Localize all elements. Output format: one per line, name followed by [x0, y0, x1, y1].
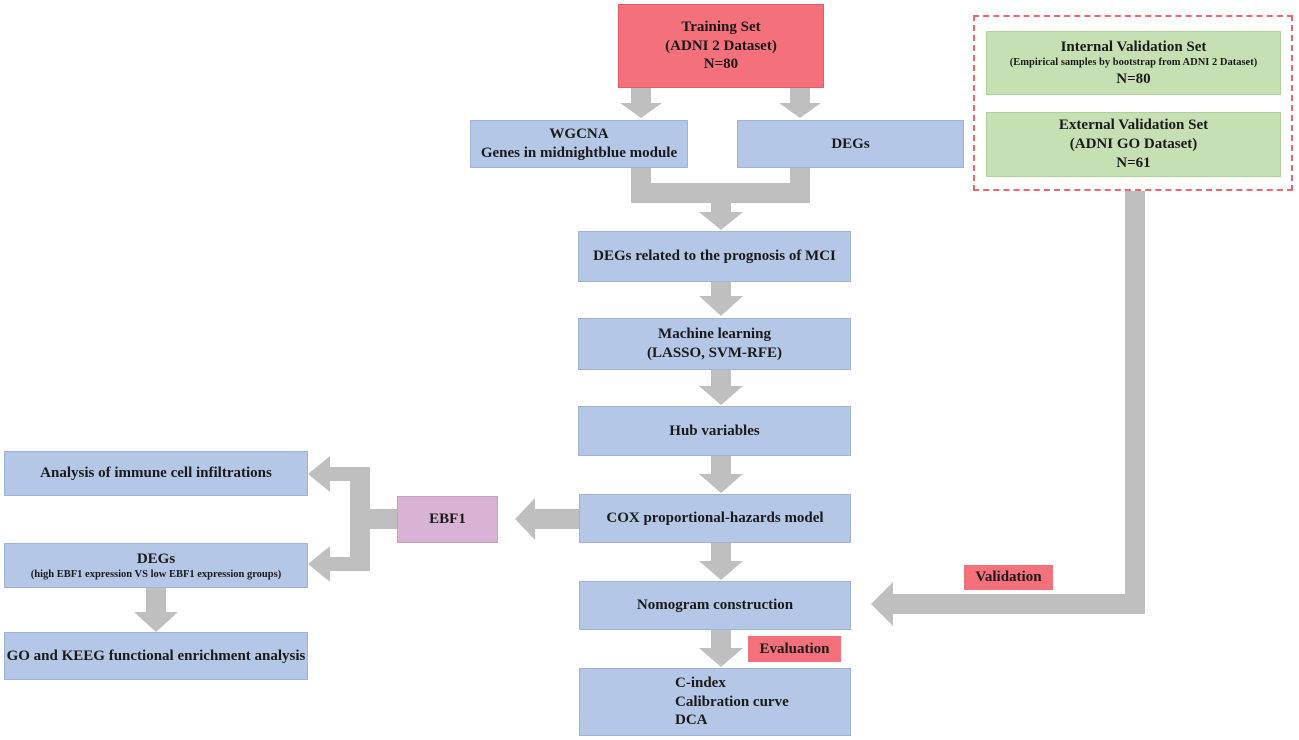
nomogram-label: Nomogram construction	[636, 597, 794, 614]
hub-variables-box: Hub variables	[578, 406, 851, 456]
arrow-training-to-degs	[779, 88, 821, 118]
cox-model-box: COX proportional-hazards model	[579, 494, 851, 543]
arrow-merge-to-prognosis	[631, 167, 810, 230]
internal-validation-subtitle: (Empirical samples by bootstrap from ADN…	[1009, 57, 1258, 69]
degs-prognosis-label: DEGs related to the prognosis of MCI	[593, 248, 836, 265]
machine-learning-box: Machine learning (LASSO, SVM-RFE)	[578, 318, 851, 370]
external-validation-dataset: (ADNI GO Dataset)	[1069, 136, 1198, 153]
validation-sets-group	[973, 15, 1293, 191]
arrow-nomogram-to-metrics	[699, 630, 743, 667]
arrow-hub-to-cox	[699, 456, 743, 493]
arrow-ebf1-branch	[308, 456, 398, 582]
degs-ebf1-subtitle: (high EBF1 expression VS low EBF1 expres…	[30, 569, 282, 581]
training-set-box: Training Set (ADNI 2 Dataset) N=80	[618, 4, 824, 88]
internal-validation-box: Internal Validation Set (Empirical sampl…	[986, 31, 1281, 95]
metrics-box: C-index Calibration curve DCA	[579, 668, 851, 736]
internal-validation-title: Internal Validation Set	[1060, 38, 1207, 55]
arrow-prognosis-to-ml	[699, 281, 743, 316]
internal-validation-n: N=80	[1116, 70, 1151, 87]
ebf1-box: EBF1	[397, 496, 498, 543]
ebf1-label: EBF1	[429, 511, 466, 528]
wgcna-title: WGCNA	[549, 126, 609, 143]
cox-model-label: COX proportional-hazards model	[606, 510, 824, 527]
arrow-training-to-wgcna	[620, 88, 662, 118]
immune-infiltration-box: Analysis of immune cell infiltrations	[4, 451, 308, 496]
degs-prognosis-box: DEGs related to the prognosis of MCI	[578, 231, 851, 282]
degs-label: DEGs	[831, 135, 870, 152]
go-kegg-box: GO and KEEG functional enrichment analys…	[4, 632, 308, 680]
arrow-ml-to-hub	[699, 370, 743, 405]
training-set-title: Training Set	[681, 18, 761, 35]
arrow-validation-to-nomogram	[871, 191, 1145, 626]
external-validation-box: External Validation Set (ADNI GO Dataset…	[986, 112, 1281, 177]
evaluation-tag: Evaluation	[748, 636, 841, 662]
immune-infiltration-label: Analysis of immune cell infiltrations	[40, 465, 272, 482]
hub-variables-label: Hub variables	[669, 422, 760, 439]
validation-tag-label: Validation	[975, 569, 1042, 585]
metrics-calibration: Calibration curve	[675, 693, 789, 710]
degs-ebf1-box: DEGs (high EBF1 expression VS low EBF1 e…	[4, 543, 308, 588]
metrics-cindex: C-index	[675, 674, 726, 691]
wgcna-subtitle: Genes in midnightblue module	[480, 145, 678, 161]
go-kegg-label: GO and KEEG functional enrichment analys…	[6, 647, 306, 664]
machine-learning-title: Machine learning	[658, 326, 771, 343]
machine-learning-methods: (LASSO, SVM-RFE)	[646, 345, 782, 361]
degs-ebf1-title: DEGs	[136, 550, 176, 567]
nomogram-box: Nomogram construction	[579, 581, 851, 630]
training-set-dataset: (ADNI 2 Dataset)	[665, 37, 777, 54]
evaluation-tag-label: Evaluation	[759, 640, 830, 657]
wgcna-box: WGCNA Genes in midnightblue module	[470, 120, 688, 168]
validation-tag: Validation	[964, 565, 1053, 590]
arrow-degs-to-go	[134, 588, 178, 632]
arrow-cox-to-ebf1	[515, 498, 579, 540]
arrow-cox-to-nomogram	[699, 543, 743, 580]
external-validation-title: External Validation Set	[1058, 117, 1209, 134]
metrics-dca: DCA	[675, 712, 708, 729]
training-set-n: N=80	[703, 56, 739, 73]
degs-box: DEGs	[737, 120, 964, 168]
external-validation-n: N=61	[1116, 154, 1151, 171]
